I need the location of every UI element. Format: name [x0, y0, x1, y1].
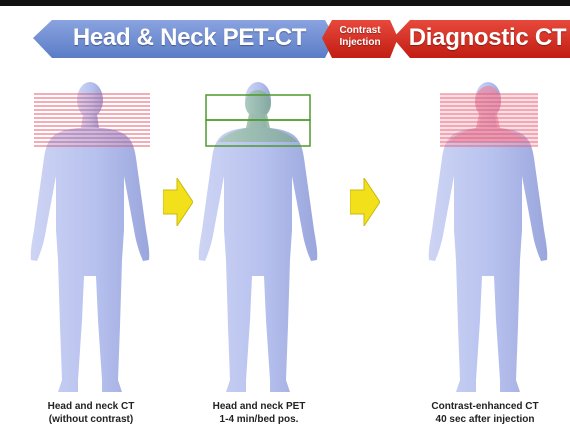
caption-ct-line1: Head and neck CT — [6, 400, 176, 413]
body-silhouette-pet — [178, 80, 338, 400]
contrast-label-line1: Contrast — [330, 25, 390, 37]
figure-contrast-ct — [408, 80, 568, 400]
caption-pet: Head and neck PET 1-4 min/bed pos. — [174, 400, 344, 426]
caption-pet-line2: 1-4 min/bed pos. — [174, 413, 344, 426]
diagnostic-ct-label: Diagnostic CT — [405, 24, 570, 52]
step-arrow-icon — [350, 178, 380, 226]
contrast-label-line2: Injection — [330, 37, 390, 49]
caption-contrast-ct-line1: Contrast-enhanced CT — [400, 400, 570, 413]
workflow-banner: Head & Neck PET-CT Contrast Injection Di… — [0, 0, 570, 80]
caption-ct-line2: (without contrast) — [6, 413, 176, 426]
body-silhouette-ct — [10, 80, 170, 400]
caption-contrast-ct: Contrast-enhanced CT 40 sec after inject… — [400, 400, 570, 426]
caption-contrast-ct-line2: 40 sec after injection — [400, 413, 570, 426]
caption-pet-line1: Head and neck PET — [174, 400, 344, 413]
body-silhouette-contrast-ct — [408, 80, 568, 400]
caption-ct: Head and neck CT (without contrast) — [6, 400, 176, 426]
figure-ct-scan — [10, 80, 170, 400]
figure-pet-scan — [178, 80, 338, 400]
contrast-injection-label: Contrast Injection — [330, 25, 390, 49]
pet-ct-label: Head & Neck PET-CT — [62, 24, 317, 52]
